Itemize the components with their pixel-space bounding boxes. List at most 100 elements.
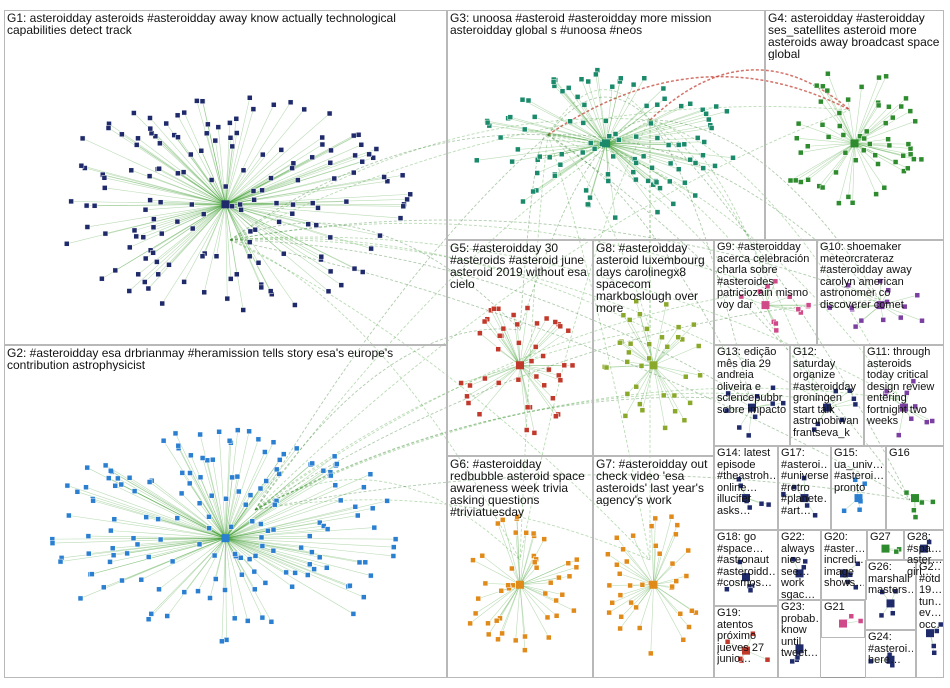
node-g2: [175, 442, 182, 449]
edge: [204, 204, 226, 254]
edge: [807, 143, 855, 181]
node-g2: [252, 553, 259, 559]
node-g1: [301, 106, 307, 113]
edge: [854, 143, 904, 157]
edge: [605, 81, 621, 144]
edge: [225, 170, 244, 205]
edge: [653, 365, 685, 421]
edge: [519, 555, 535, 585]
edge: [157, 168, 226, 205]
edge: [605, 143, 704, 169]
edge: [129, 204, 226, 248]
node-g3: [557, 161, 564, 168]
group-label-g27: G27: [870, 532, 891, 543]
node-g6: [493, 617, 500, 624]
group-label-g28: G28: #spa… aster… girl…: [907, 532, 941, 578]
edge: [108, 123, 226, 205]
edge: [225, 473, 371, 539]
node-g2: [101, 584, 107, 591]
node-g1: [327, 234, 334, 241]
node-g10: [880, 317, 886, 323]
edge: [211, 179, 226, 205]
hub-node-g15: [854, 494, 863, 503]
node-g3: [641, 75, 648, 81]
hub-node-g21: [839, 619, 847, 628]
edge: [225, 484, 336, 539]
node-g3: [675, 142, 682, 148]
node-g5: [532, 344, 539, 350]
node-g2: [305, 572, 311, 578]
edge: [225, 537, 263, 547]
edge: [77, 491, 226, 539]
edge: [136, 204, 226, 237]
edge: [519, 365, 531, 408]
node-g1: [250, 106, 257, 112]
node-g3: [565, 85, 572, 91]
edge: [588, 143, 607, 206]
inter-group-edge: [229, 219, 881, 301]
node-g2: [178, 490, 185, 497]
inter-group-edge: [649, 119, 901, 401]
edge: [225, 204, 228, 299]
edge: [225, 537, 255, 572]
node-g2: [89, 571, 95, 577]
node-g13: [745, 432, 752, 439]
edge: [627, 365, 654, 395]
node-g2: [367, 471, 374, 477]
edge: [790, 143, 855, 181]
edge: [605, 143, 671, 164]
node-g2: [273, 466, 280, 473]
inter-group-edge: [229, 239, 521, 561]
node-g4: [858, 84, 865, 90]
node-g4: [819, 184, 826, 191]
edge: [108, 477, 226, 539]
node-g2: [157, 536, 164, 543]
node-g2: [83, 484, 89, 490]
inter-group-edge: [254, 387, 901, 511]
edge: [765, 304, 799, 310]
node-g5: [565, 327, 572, 334]
node-g1: [399, 172, 406, 179]
inter-group-edge: [519, 134, 549, 561]
node-g7: [606, 582, 613, 589]
edge: [177, 136, 226, 205]
group-box-g21: G21: [821, 600, 865, 638]
node-g3: [630, 169, 637, 175]
edge: [225, 144, 362, 205]
node-g3: [507, 114, 514, 120]
node-g1: [319, 141, 326, 148]
edge: [206, 133, 226, 205]
node-g7: [614, 535, 620, 541]
node-g4: [900, 152, 906, 159]
node-g12: [846, 387, 853, 394]
node-g2: [262, 580, 269, 586]
node-g8: [620, 312, 627, 318]
edge: [519, 533, 534, 585]
edge: [225, 448, 297, 539]
edge: [225, 204, 355, 269]
node-g4: [901, 168, 907, 174]
edge: [145, 204, 226, 210]
node-g3: [700, 152, 706, 158]
edge: [605, 104, 658, 144]
inter-group-edge: [229, 239, 821, 401]
edge: [68, 515, 226, 539]
node-g2: [309, 549, 315, 555]
node-g14: [758, 500, 765, 507]
edge: [488, 584, 521, 635]
node-g11: [908, 415, 915, 422]
node-g3: [537, 153, 543, 160]
edge: [639, 365, 654, 405]
edge: [880, 304, 923, 321]
node-g22: [801, 564, 807, 571]
node-g1: [150, 224, 157, 231]
edge: [612, 584, 654, 604]
node-g2: [216, 429, 222, 435]
edge: [173, 134, 226, 205]
node-g1: [268, 175, 274, 181]
node-g1: [135, 271, 141, 278]
node-g7: [689, 608, 695, 614]
node-g1: [381, 174, 387, 180]
edge: [113, 537, 226, 556]
edge: [820, 101, 855, 144]
